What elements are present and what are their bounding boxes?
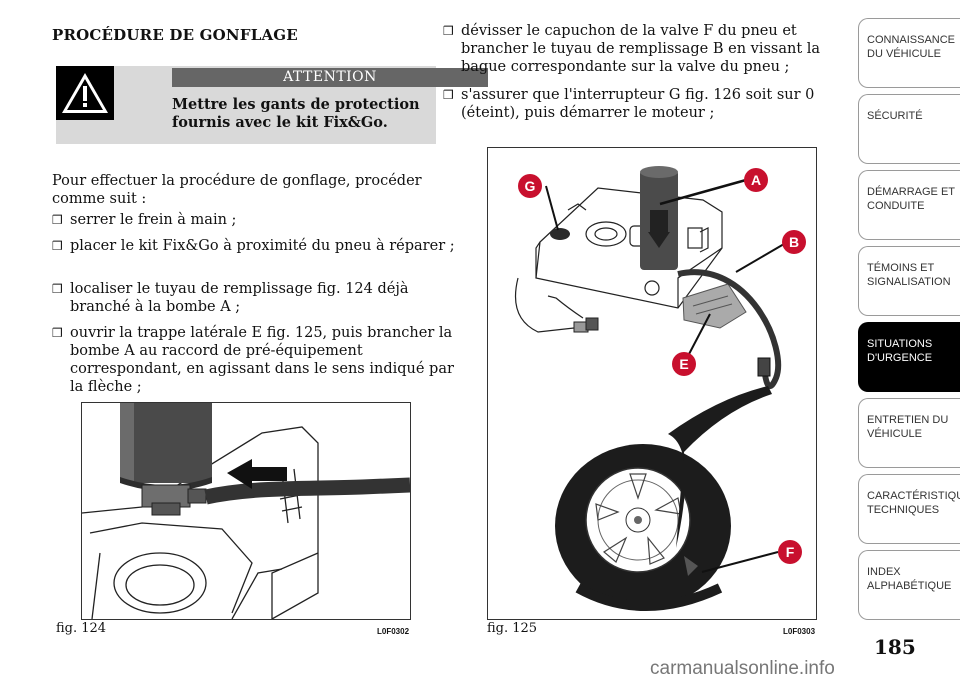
- tab-index-alphabetique[interactable]: INDEX ALPHABÉTIQUE: [858, 550, 960, 620]
- warning-header: ATTENTION: [172, 68, 488, 87]
- step-item: ❒ouvrir la trappe latérale E fig. 125, p…: [52, 325, 454, 395]
- step-item: ❒localiser le tuyau de remplissage fig. …: [52, 281, 409, 315]
- label-a: A: [744, 168, 768, 192]
- figure-124-caption: fig. 124: [56, 621, 107, 636]
- label-f: F: [778, 540, 802, 564]
- watermark: carmanualsonline.info: [650, 658, 835, 679]
- step-item: ❒placer le kit Fix&Go à proximité du pne…: [52, 238, 455, 254]
- figure-124-code: L0F0302: [377, 627, 410, 636]
- warning-triangle-icon: [56, 66, 114, 120]
- label-e: E: [672, 352, 696, 376]
- switch-g-icon: [550, 228, 570, 240]
- figure-125-caption: fig. 125: [487, 621, 538, 636]
- label-b: B: [782, 230, 806, 254]
- step-item: ❒serrer le frein à main ;: [52, 212, 237, 228]
- tab-temoins-et-signalisation[interactable]: TÉMOINS ET SIGNALISATION: [858, 246, 960, 316]
- tab-entretien-du-vehicule[interactable]: ENTRETIEN DU VÉHICULE: [858, 398, 960, 468]
- warning-text: Mettre les gants de protection fournis a…: [172, 96, 420, 131]
- label-g: G: [518, 174, 542, 198]
- page-number: 185: [874, 635, 916, 659]
- warning-box: ATTENTION Mettre les gants de protection…: [56, 66, 488, 144]
- tab-caracteristiques-techniques[interactable]: CARACTÉRISTIQUES TECHNIQUES: [858, 474, 960, 544]
- tab-demarrage-et-conduite[interactable]: DÉMARRAGE ET CONDUITE: [858, 170, 960, 240]
- figure-125-code: L0F0303: [783, 627, 816, 636]
- intro-text: Pour effectuer la procédure de gonflage,…: [52, 173, 422, 207]
- tab-securite[interactable]: SÉCURITÉ: [858, 94, 960, 164]
- section-title: PROCÉDURE DE GONFLAGE: [52, 26, 298, 44]
- step-item: ❒s'assurer que l'interrupteur G fig. 126…: [443, 87, 815, 121]
- step-item: ❒dévisser le capuchon de la valve F du p…: [443, 23, 821, 75]
- tab-situations-d-urgence[interactable]: SITUATIONS D'URGENCE: [858, 322, 960, 392]
- figure-124-illustration: [81, 402, 411, 620]
- tab-connaissance-du-vehicule[interactable]: CONNAISSANCE DU VÉHICULE: [858, 18, 960, 88]
- figure-125-illustration: G A B E F: [487, 147, 817, 620]
